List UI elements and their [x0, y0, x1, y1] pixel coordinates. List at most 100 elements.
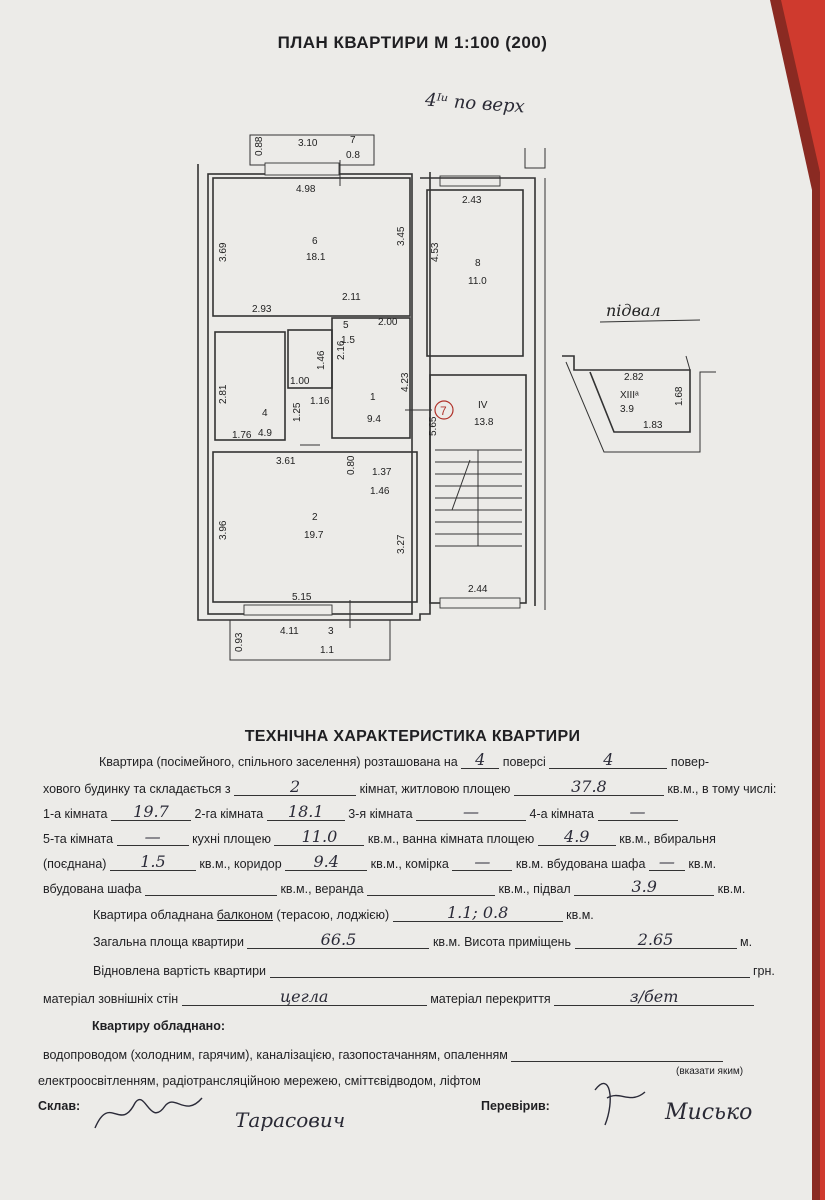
room-area: 19.7: [304, 530, 324, 541]
dimension-label: 3.96: [218, 520, 229, 540]
circled-mark-label: 7: [440, 404, 447, 418]
checked-signature: Мисько: [665, 1100, 753, 1125]
room-no: 1: [370, 392, 376, 403]
dimension-label: 1.46: [370, 486, 390, 497]
dimension-label: 3.27: [396, 534, 407, 554]
dimension-label: 1.68: [674, 386, 685, 406]
drafted-label: Склав:: [38, 1099, 81, 1113]
balcony-area: 1.1; 0.8: [392, 905, 563, 922]
page-title: ПЛАН КВАРТИРИ М 1:100 (200): [277, 33, 548, 52]
dimension-label: XIIIᵃ: [620, 390, 639, 401]
equipment-hint: (вказати яким): [676, 1066, 744, 1077]
equipment-line-1: водопроводом (холодним, гарячим), каналі…: [43, 1046, 724, 1062]
signature-scribble-2: [594, 1082, 646, 1126]
tech-line-4: 5-та кімната — кухні площею 11.0 кв.м., …: [43, 827, 716, 846]
tech-line-9: Відновлена вартість квартири грн.: [93, 964, 775, 978]
ceiling-height: 2.65: [574, 932, 737, 949]
dimension-label: 3.10: [298, 138, 318, 149]
dimension-label: 4.98: [296, 184, 316, 195]
tech-line-7: Квартира обладнана балконом (терасою, ло…: [93, 903, 594, 922]
room-area: 11.0: [468, 276, 487, 287]
window: [264, 162, 340, 176]
dimension-label: 3.61: [276, 456, 296, 467]
tech-line-1: Квартира (посімейного, спільного заселен…: [99, 750, 710, 769]
dimension-label: 1.16: [310, 396, 330, 407]
tech-section-title: ТЕХНІЧНА ХАРАКТЕРИСТИКА КВАРТИРИ: [244, 728, 581, 745]
tech-line-6: вбудована шафа кв.м., веранда кв.м., під…: [43, 877, 746, 896]
dimension-label: 3.45: [396, 226, 407, 246]
checked-label: Перевірив:: [481, 1099, 550, 1113]
dimension-label: 1.46: [316, 350, 327, 370]
room-area: 0.8: [346, 150, 360, 161]
floor-value: 4: [461, 752, 500, 769]
dimension-label: 2.00: [378, 317, 398, 328]
total-area: 66.5: [247, 932, 430, 949]
room-4: [214, 331, 286, 441]
dimension-label: 1.37: [372, 467, 392, 478]
dimension-label: 0.88: [254, 136, 265, 156]
room-no: 3: [328, 626, 334, 637]
room-8: [426, 189, 524, 357]
dimension-label: 2.16: [336, 340, 347, 360]
room-area: 9.4: [367, 414, 381, 425]
ceiling-material: з/бет: [554, 989, 755, 1006]
room-area: 4.9: [258, 428, 272, 439]
floor-plan: 7 0.8 6 18.1 8 11.0 5 1.5 1 9.4 4 4.9 2 …: [197, 134, 716, 661]
stair-steps: [435, 449, 522, 547]
room-area: 1.5: [341, 335, 355, 346]
tech-line-2: хового будинку та складається з 2 кімнат…: [43, 777, 777, 796]
window: [439, 175, 501, 187]
dimension-label: 1.25: [292, 402, 303, 422]
room-no: 8: [475, 258, 481, 269]
dimension-label: 4.23: [400, 372, 411, 392]
dimension-label: 2.43: [462, 195, 482, 206]
circled-mark: [434, 400, 454, 420]
room-area: 13.8: [474, 417, 494, 428]
dimension-label: 1.76: [232, 430, 252, 441]
room-no: 2: [312, 512, 318, 523]
tech-line-10: матеріал зовнішніх стін цегла матеріал п…: [43, 989, 755, 1006]
room-no: IV: [478, 400, 488, 411]
dimension-label: 1.83: [643, 420, 663, 431]
dimension-label: 2.93: [252, 304, 272, 315]
dimension-label: 1.00: [290, 376, 310, 387]
dimension-label: 5.65: [428, 416, 439, 436]
dimension-label: 0.93: [234, 632, 245, 652]
tech-line-8: Загальна площа квартири 66.5 кв.м. Висот…: [93, 930, 753, 949]
dimension-label: 5.15: [292, 592, 312, 603]
balcony-3: [229, 619, 391, 661]
room-6: [212, 177, 411, 317]
dimension-label: 2.82: [624, 372, 644, 383]
dimension-label: 4.11: [280, 626, 299, 637]
room-area: 1.1: [320, 645, 334, 656]
room-no: 5: [343, 320, 349, 331]
tech-line-5: (поєднана) 1.5 кв.м., коридор 9.4 кв.м.,…: [43, 852, 717, 871]
plan-wall-inner: [207, 173, 413, 615]
room-2: [212, 451, 418, 603]
window: [243, 604, 333, 616]
drafted-signature: Тарасович: [235, 1108, 346, 1132]
dimension-label: 3.69: [218, 242, 229, 262]
dimension-label: 3.9: [620, 404, 634, 415]
walls-material: цегла: [181, 989, 427, 1006]
dimension-label: 2.11: [342, 292, 361, 303]
total-floors-value: 4: [549, 752, 668, 769]
rooms-count: 2: [234, 779, 357, 796]
room-1: [331, 317, 411, 439]
dimension-label: 4.53: [430, 242, 441, 262]
dimension-label: 2.81: [218, 384, 229, 404]
tech-line-3: 1-а кімната 19.7 2-га кімната 18.1 3-я к…: [43, 804, 678, 821]
room-no: 7: [350, 135, 356, 146]
window: [439, 597, 521, 609]
equipment-title: Квартиру обладнано:: [92, 1019, 225, 1033]
living-area: 37.8: [513, 779, 664, 796]
dimension-label: 0.80: [346, 455, 357, 475]
equipment-line-2: електроосвітленням, радіотрансляційною м…: [38, 1074, 481, 1088]
basement-label: підвал: [606, 301, 661, 320]
room-no: 6: [312, 236, 318, 247]
room-no: 4: [262, 408, 268, 419]
room-area: 18.1: [306, 252, 326, 263]
signature-scribble-1: [94, 1097, 203, 1129]
dimension-label: 2.44: [468, 584, 488, 595]
